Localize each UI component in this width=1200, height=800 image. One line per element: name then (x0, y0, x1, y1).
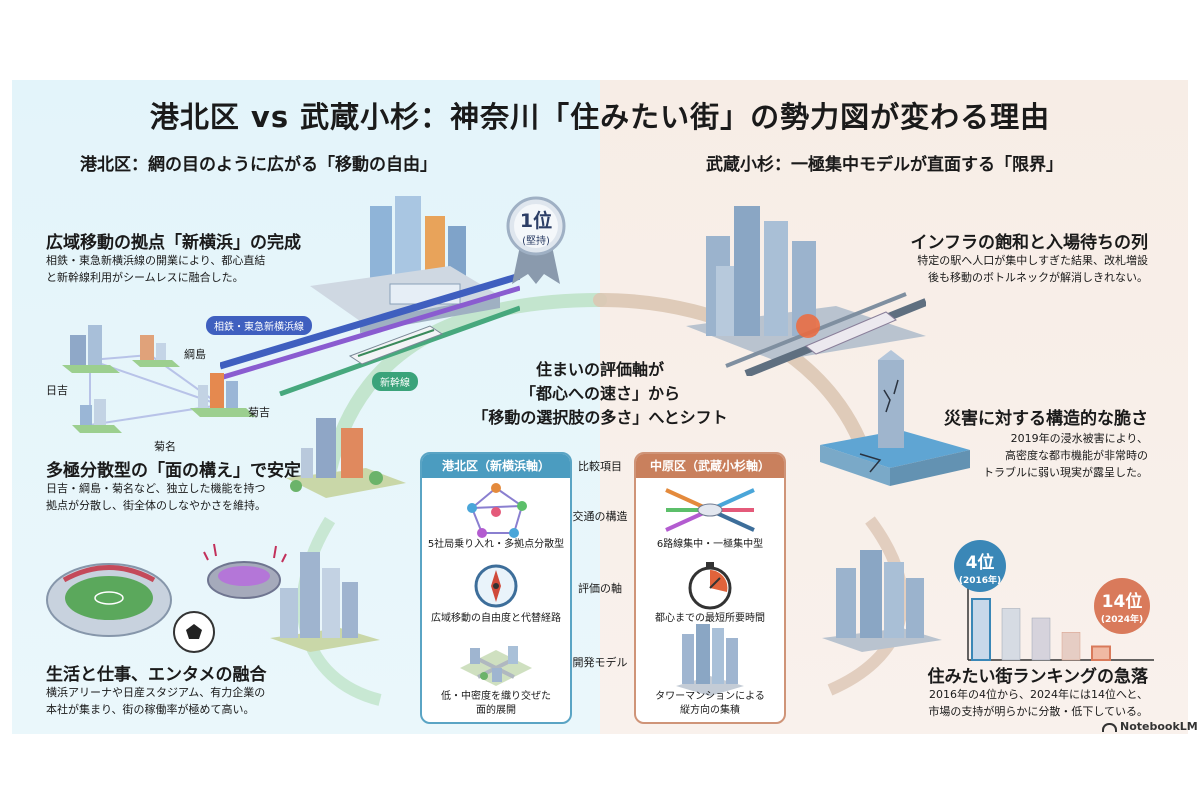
musashikosugi-body-2-line-3: トラブルに弱い現実が露呈した。 (983, 466, 1148, 479)
town-cluster-illustration (286, 418, 406, 498)
flood-damage-illustration (820, 350, 970, 486)
nakahara-development-line-1: タワーマンションによる (655, 691, 765, 702)
network-icon (467, 483, 527, 538)
main-title: 港北区 vs 武蔵小杉：神奈川「住みたい街」の勢力図が変わる理由 (149, 100, 1051, 134)
rank-badge-value: 1位 (519, 210, 553, 232)
map-label-kikuna: 菊名 (154, 440, 176, 453)
kohoku-comparison-card: 港北区（新横浜軸） 5社局乗り入れ・多拠点分散型 広域移動の自由度と代替経路 低… (420, 452, 572, 724)
musashikosugi-body-2-line-1: 2019年の浸水被害により、 (1010, 432, 1148, 445)
shinkansen-label: 新幹線 (372, 372, 418, 391)
kohoku-development-model: 低・中密度を織り交ぜた 面的展開 (422, 690, 570, 718)
musashikosugi-tower-station-illustration (686, 206, 926, 376)
kohoku-body-3-line-1: 横浜アリーナや日産スタジアム、有力企業の (46, 686, 266, 699)
nakahara-card-icons (665, 488, 755, 696)
musashikosugi-body-2-line-2: 高密度な都市機能が非常時の (1005, 449, 1148, 462)
kohoku-card-icons (460, 483, 532, 686)
kohoku-office-towers (270, 552, 380, 652)
kohoku-evaluation-axis: 広域移動の自由度と代替経路 (431, 613, 561, 624)
musashikosugi-body-1: 特定の駅へ人口が集中しすぎた結果、改札増設 後も移動のボトルネックが解消しきれな… (917, 252, 1148, 286)
kohoku-development-line-2: 面的展開 (476, 705, 516, 716)
notebooklm-logo-icon (1102, 722, 1117, 732)
kohoku-transport-structure: 5社局乗り入れ・多拠点分散型 (427, 539, 565, 550)
brand-text: NotebookLM (1120, 720, 1198, 733)
map-label-hiyoshi: 日吉 (46, 384, 68, 397)
kohoku-body-1: 相鉄・東急新横浜線の開業により、都心直結 と新幹線利用がシームレスに融合した。 (46, 252, 265, 286)
shift-line-3: 「移動の選択肢の多さ」へとシフト (472, 408, 728, 427)
musashikosugi-subtitle: 武蔵小杉：一極集中モデルが直面する「限界」 (706, 155, 1063, 175)
musashikosugi-body-1-line-2: 後も移動のボトルネックが解消しきれない。 (928, 271, 1148, 284)
musashikosugi-tower-cluster (822, 550, 942, 652)
musashikosugi-heading-1: インフラの飽和と入場待ちの列 (910, 233, 1149, 253)
musashikosugi-body-3: 2016年の4位から、2024年には14位へと、 市場の支持が明らかに分散・低下… (928, 686, 1148, 720)
kohoku-heading-3: 生活と仕事、エンタメの融合 (46, 665, 267, 685)
multipolar-town-map (62, 325, 256, 433)
rank-2016-value: 4位 (965, 553, 995, 573)
nakahara-comparison-card: 中原区（武蔵小杉軸） 6路線集中・一極集中型 都心までの最短所要時間 タワーマン… (634, 452, 786, 724)
sotetsu-line-label: 相鉄・東急新横浜線 (206, 316, 312, 335)
notebooklm-brand: NotebookLM (1102, 720, 1198, 733)
kohoku-card-header: 港北区（新横浜軸） (422, 454, 570, 478)
kohoku-body-2-line-1: 日吉・綱島・菊名など、独立した機能を持つ (46, 482, 266, 495)
shin-yokohama-station-illustration (220, 196, 520, 396)
tower-mansion-icon (676, 624, 744, 696)
rank-2024-year: (2024年) (1100, 615, 1144, 625)
low-density-town-icon (460, 646, 532, 686)
stopwatch-icon (688, 562, 732, 610)
kohoku-development-line-1: 低・中密度を織り交ぜた (441, 691, 551, 702)
musashikosugi-body-1-line-1: 特定の駅へ人口が集中しすぎた結果、改札増設 (917, 254, 1148, 267)
kohoku-heading-2: 多極分散型の「面の構え」で安定 (46, 461, 301, 481)
nakahara-card-header: 中原区（武蔵小杉軸） (636, 454, 784, 478)
musashikosugi-body-3-line-1: 2016年の4位から、2024年には14位へと、 (929, 688, 1148, 701)
musashikosugi-heading-2: 災害に対する構造的な脆さ (944, 409, 1148, 429)
rank-2016-badge: 4位 (2016年) (954, 540, 1006, 592)
kohoku-body-2-line-2: 拠点が分散し、街全体のしなやかさを維持。 (46, 499, 266, 512)
kohoku-subtitle: 港北区：網の目のように広がる「移動の自由」 (80, 155, 437, 175)
musashikosugi-heading-3: 住みたい街ランキングの急落 (927, 667, 1149, 687)
kohoku-body-3: 横浜アリーナや日産スタジアム、有力企業の 本社が集まり、街の稼働率が極めて高い。 (46, 684, 265, 718)
map-label-tsunashima: 綱島 (184, 348, 206, 361)
converging-lines-icon (665, 488, 755, 532)
rank-2024-value: 14位 (1101, 592, 1143, 612)
nakahara-development-model: タワーマンションによる 縦方向の集積 (636, 690, 784, 718)
map-label-kitta: 菊吉 (248, 406, 270, 419)
comparison-item-header: 比較項目 (578, 460, 622, 473)
rank-2024-badge: 14位 (2024年) (1094, 578, 1150, 634)
nakahara-development-line-2: 縦方向の集積 (680, 705, 740, 716)
ranking-bar-2 (1001, 608, 1021, 661)
musashikosugi-body-3-line-2: 市場の支持が明らかに分散・低下している。 (928, 705, 1148, 718)
kohoku-body-3-line-2: 本社が集まり、街の稼働率が極めて高い。 (46, 703, 255, 716)
kohoku-heading-1: 広域移動の拠点「新横浜」の完成 (46, 233, 301, 253)
shift-line-2: 「都心への速さ」から (519, 384, 680, 403)
stadium-arena-illustration (46, 543, 287, 653)
nakahara-evaluation-axis: 都心までの最短所要時間 (655, 613, 765, 624)
ranking-bar-4 (1061, 632, 1081, 661)
kohoku-body-1-line-2: と新幹線利用がシームレスに融合した。 (46, 271, 244, 284)
kohoku-body-1-line-1: 相鉄・東急新横浜線の開業により、都心直結 (46, 254, 266, 267)
kohoku-body-2: 日吉・綱島・菊名など、独立した機能を持つ 拠点が分散し、街全体のしなやかさを維持… (46, 480, 266, 514)
musashikosugi-body-2: 2019年の浸水被害により、 高密度な都市機能が非常時の トラブルに弱い現実が露… (983, 430, 1148, 481)
compass-icon (474, 564, 518, 608)
rank-2016-year: (2016年) (958, 576, 1002, 586)
ranking-bar-3 (1031, 617, 1051, 661)
evaluation-shift-message: 住まいの評価軸が 「都心への速さ」から 「移動の選択肢の多さ」へとシフト (0, 358, 1200, 430)
nakahara-transport-structure: 6路線集中・一極集中型 (656, 539, 764, 550)
rank-badge-ribbon (506, 196, 566, 284)
rank-badge-note: (堅持) (522, 236, 550, 247)
ranking-bar-1 (971, 598, 991, 661)
comparison-item-development: 開発モデル (572, 656, 628, 669)
ranking-bar-chart (967, 578, 1154, 661)
shift-line-1: 住まいの評価軸が (535, 360, 664, 379)
comparison-item-transport: 交通の構造 (572, 510, 628, 523)
ranking-bar-5 (1091, 645, 1111, 661)
comparison-item-evaluation: 評価の軸 (578, 582, 622, 595)
